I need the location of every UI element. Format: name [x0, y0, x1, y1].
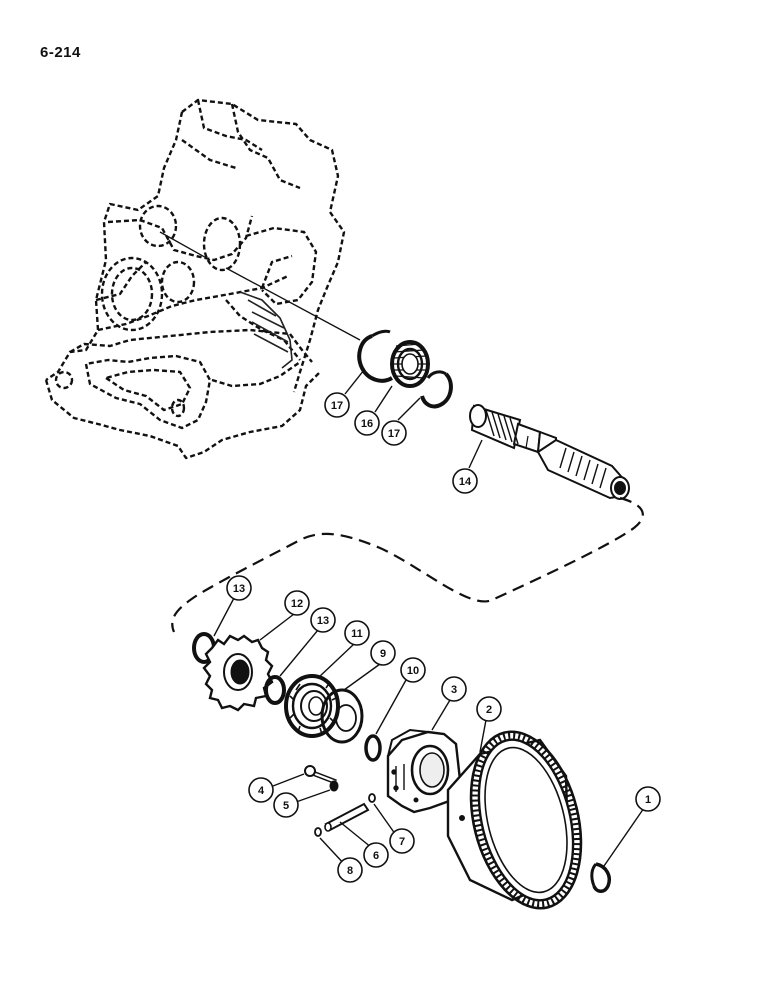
callout-5: 5: [273, 792, 299, 818]
callout-6: 6: [363, 842, 389, 868]
svg-text:13: 13: [317, 615, 329, 627]
ball-bearing-11: [284, 674, 340, 738]
svg-text:14: 14: [459, 476, 472, 488]
callout-8: 8: [337, 857, 363, 883]
snap-ring-17-right: [420, 370, 453, 409]
svg-text:2: 2: [486, 704, 492, 716]
svg-text:11: 11: [351, 628, 363, 640]
transmission-housing: [44, 98, 346, 460]
ring-gear-2: [446, 730, 583, 910]
svg-text:12: 12: [291, 598, 303, 610]
lock-washer-5: [329, 780, 339, 792]
callout-9: 9: [370, 640, 396, 666]
svg-text:9: 9: [380, 648, 386, 660]
callout-13b: 13: [310, 607, 336, 633]
snap-ring-10: [364, 734, 382, 762]
snap-ring-1: [590, 862, 611, 893]
spur-gear-12: [202, 634, 274, 712]
page-number: 6-214: [40, 44, 81, 61]
o-ring-8: [314, 827, 322, 837]
shaft-routing-line: [171, 496, 644, 633]
callout-16: 16: [354, 410, 380, 436]
callout-1: 1: [635, 786, 661, 812]
svg-text:16: 16: [361, 418, 373, 430]
callout-10: 10: [400, 657, 426, 683]
svg-text:8: 8: [347, 865, 353, 877]
svg-text:1: 1: [645, 794, 651, 806]
svg-text:3: 3: [451, 684, 457, 696]
callout-2: 2: [476, 696, 502, 722]
callout-12: 12: [284, 590, 310, 616]
needle-bearing-16: [390, 340, 430, 388]
o-ring-7: [368, 793, 376, 803]
svg-text:4: 4: [258, 785, 265, 797]
splined-shaft-14: [469, 404, 630, 500]
svg-text:13: 13: [233, 583, 245, 595]
svg-text:17: 17: [388, 428, 400, 440]
shaft-centerline: [159, 231, 361, 341]
pin-6: [324, 802, 370, 832]
thrust-washer-9: [320, 688, 364, 744]
callout-4: 4: [248, 777, 274, 803]
callout-14: 14: [452, 468, 478, 494]
callout-3: 3: [441, 676, 467, 702]
bolt-4: [304, 765, 337, 785]
callout-7: 7: [389, 828, 415, 854]
svg-text:10: 10: [407, 665, 419, 677]
planet-carrier-3: [386, 728, 462, 814]
callout-17b: 17: [381, 420, 407, 446]
snap-ring-13-right: [264, 675, 286, 705]
housing-shading: [239, 291, 293, 369]
svg-text:6: 6: [373, 850, 379, 862]
svg-text:5: 5: [283, 800, 289, 812]
svg-text:17: 17: [331, 400, 343, 412]
callout-11: 11: [344, 620, 370, 646]
callout-13a: 13: [226, 575, 252, 601]
snap-ring-17-left: [357, 329, 394, 383]
callout-17a: 17: [324, 392, 350, 418]
svg-text:7: 7: [399, 836, 405, 848]
callout-leaders: [213, 369, 645, 867]
